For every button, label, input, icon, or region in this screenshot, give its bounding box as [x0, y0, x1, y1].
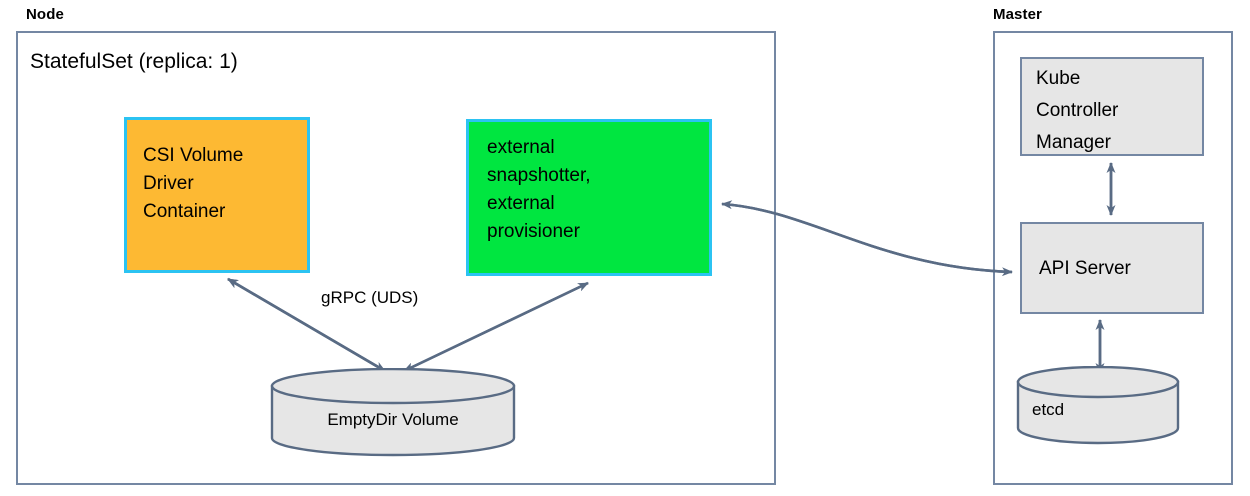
group-label-node: Node: [26, 6, 64, 23]
node-csi-volume-driver-container[interactable]: CSI Volume Driver Container: [124, 117, 310, 273]
node-emptydir-volume-label: EmptyDir Volume: [327, 410, 459, 429]
node-etcd-label: etcd: [1032, 400, 1065, 419]
edge-label-grpc-uds: gRPC (UDS): [321, 288, 419, 307]
node-api-server-label: API Server: [1039, 258, 1131, 279]
node-kube-controller-manager[interactable]: Kube Controller Manager: [1020, 57, 1204, 156]
node-external-snapshotter-provisioner[interactable]: external snapshotter, external provision…: [466, 119, 712, 276]
node-csi-volume-driver-container-label: CSI Volume Driver Container: [143, 145, 244, 222]
statefulset-title: StatefulSet (replica: 1): [30, 50, 238, 73]
node-kube-controller-manager-label: Kube Controller Manager: [1036, 68, 1119, 153]
node-api-server[interactable]: API Server: [1020, 222, 1204, 314]
node-external-snapshotter-provisioner-label: external snapshotter, external provision…: [487, 137, 591, 242]
group-label-master: Master: [993, 6, 1042, 23]
